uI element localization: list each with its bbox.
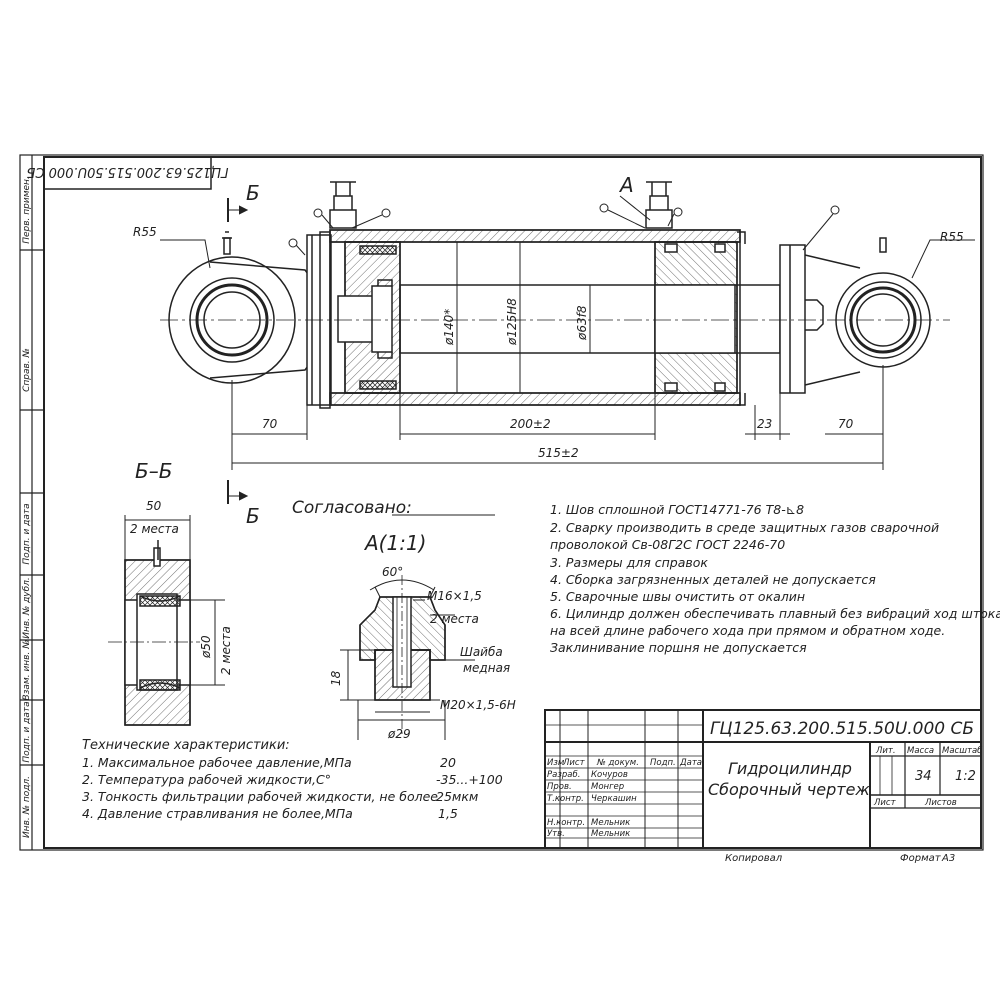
tb-lit: Лит. (875, 746, 896, 756)
section-b-top-label: Б (246, 181, 260, 205)
title-block-name1: Гидроцилиндр (728, 759, 852, 778)
spec-value: -35...+100 (436, 772, 503, 787)
detail-places: 2 места (430, 612, 479, 626)
title-block-lines (544, 709, 982, 849)
dia-63-label: ø63f8 (575, 305, 589, 341)
detail-h18: 18 (329, 670, 343, 686)
side-strip-label: Справ. № (22, 348, 32, 392)
len-515: 515±2 (538, 446, 579, 460)
spec-label: 4. Давление стравливания не более,МПа (82, 806, 353, 821)
len-70-left: 70 (262, 417, 278, 431)
view-a-label: А (618, 173, 634, 197)
code-box-top (43, 156, 212, 190)
note-line: 4. Сборка загрязненных деталей не допуск… (550, 572, 876, 587)
len-200: 200±2 (510, 417, 551, 431)
bb-dim-50: 50 (146, 499, 162, 513)
title-block-name2: Сборочный чертеж (708, 780, 870, 799)
bb-places-side: 2 места (219, 626, 233, 675)
detail-angle: 60° (382, 565, 403, 579)
spec-value: 25мкм (436, 789, 479, 804)
sheet-border (19, 154, 984, 851)
dia-125-label: ø125H8 (505, 298, 519, 346)
tb-row-nkontr: Н.контр. (547, 818, 585, 828)
tb-row-tkontr: Т.контр. (547, 794, 584, 804)
tb-list: Лист (873, 798, 897, 808)
tb-massa-val: 34 (915, 769, 932, 784)
detail-dia29: ø29 (387, 727, 411, 741)
section-marks (227, 198, 249, 504)
side-strip-label: Подп. и дата (22, 503, 32, 564)
spec-value: 20 (440, 755, 456, 770)
tb-col-podp: Подп. (650, 758, 676, 768)
bb-places-top: 2 места (130, 522, 179, 536)
tb-prov: Монгер (591, 782, 624, 792)
tb-row-utv: Утв. (547, 829, 565, 839)
section-bb-view (108, 515, 225, 726)
detail-a-view (340, 575, 475, 740)
detail-thread-bottom: M20×1,5-6H (440, 698, 516, 712)
tb-utv: Мельник (591, 829, 631, 839)
section-b-bottom-label: Б (246, 504, 260, 528)
note-line: 2. Сварку производить в среде защитных г… (550, 520, 940, 535)
tb-col-doc: № докум. (596, 758, 639, 768)
tb-format: Формат (900, 853, 942, 864)
title-block-code: ГЦ125.63.200.515.50U.000 СБ (710, 719, 974, 739)
dia-140-label: ø140* (442, 309, 456, 346)
specs-title: Технические характеристики: (82, 738, 290, 753)
frame-border (43, 156, 982, 849)
diameter-dims (456, 242, 591, 393)
note-line: Заклинивание поршня не допускается (550, 640, 807, 655)
note-line: 6. Цилиндр должен обеспечивать плавный б… (550, 606, 1000, 621)
tb-row-razrab: Разраб. (547, 770, 580, 780)
detail-washer2: медная (463, 661, 510, 675)
note-line: проволокой Св-08Г2С ГОСТ 2246-70 (550, 537, 786, 552)
tb-listov: Листов (924, 798, 957, 808)
code-box-top-text: ГЦ125.63.200.515.50U.000 СБ (26, 164, 228, 179)
note-line: 3. Размеры для справок (550, 555, 708, 570)
tb-massa: Масса (907, 746, 934, 756)
tb-col-izm: Изм (547, 758, 565, 768)
side-strip-label: Перв. примен. (22, 176, 32, 244)
agreed-label: Согласовано: (292, 498, 412, 518)
tb-masshtab-val: 1:2 (955, 769, 976, 784)
detail-washer1: Шайба (460, 645, 503, 659)
tb-razrab: Кочуров (591, 770, 628, 780)
len-70-right: 70 (838, 417, 854, 431)
spec-label: 3. Тонкость фильтрации рабочей жидкости,… (82, 789, 438, 804)
tb-nkontr: Мельник (591, 818, 631, 828)
tb-format-val: А3 (941, 853, 955, 864)
leaders (160, 203, 975, 279)
radius-left-label: R55 (133, 225, 157, 239)
len-23: 23 (757, 417, 772, 431)
side-strip-label: Инв. № дубл. (22, 577, 32, 639)
note-line: 5. Сварочные швы очистить от окалин (550, 589, 806, 604)
side-strip-label: Взам. инв. № (22, 639, 32, 700)
note-line: на всей длине рабочего хода при прямом и… (550, 623, 946, 638)
detail-a-title: А(1:1) (363, 531, 426, 555)
spec-value: 1,5 (438, 806, 458, 821)
radius-right-label: R55 (940, 230, 964, 244)
tb-kopiroval: Копировал (725, 853, 783, 864)
tb-col-list: Лист (562, 758, 586, 768)
tb-col-date: Дата (679, 758, 702, 768)
cylinder-assembly (160, 181, 950, 409)
detail-thread-top: M16×1,5 (427, 589, 482, 603)
tb-row-prov: Пров. (547, 782, 572, 792)
section-bb-title: Б–Б (135, 459, 172, 483)
spec-label: 1. Максимальное рабочее давление,МПа (82, 755, 352, 770)
bb-dia-50: ø50 (199, 635, 213, 659)
length-dims (231, 365, 884, 470)
side-strip-label: Инв. № подл. (22, 776, 32, 838)
spec-label: 2. Температура рабочей жидкости,С° (82, 772, 331, 787)
note-line: 1. Шов сплошной ГОСТ14771-76 Т8-⊾8 (550, 502, 805, 517)
tb-tkontr: Черкашин (591, 794, 637, 804)
side-strip-label: Подп. и дата (22, 701, 32, 762)
tb-masshtab: Масштаб (942, 746, 982, 756)
side-strip (20, 155, 44, 850)
